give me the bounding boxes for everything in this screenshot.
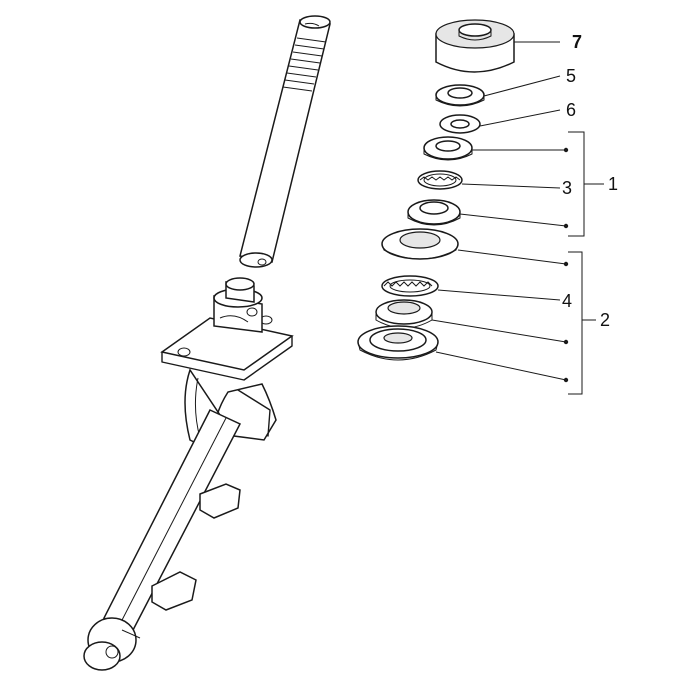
callout-3: 3 xyxy=(562,178,572,198)
part-3-ball-ring xyxy=(417,170,463,190)
upper-race-nut xyxy=(423,136,473,161)
lower-cup xyxy=(357,325,439,361)
callout-7: 7 xyxy=(572,32,582,52)
callout-2: 2 xyxy=(600,310,610,330)
lower-cone xyxy=(375,299,433,329)
part-6-washer xyxy=(439,114,481,134)
steering-tube xyxy=(239,15,331,268)
leader-lines xyxy=(431,41,567,381)
group-bracket-1 xyxy=(568,131,604,237)
lower-cup-large xyxy=(381,228,459,260)
part-5-locknut xyxy=(435,84,485,107)
fork-steering-collar xyxy=(213,277,263,333)
callout-4: 4 xyxy=(562,291,572,311)
fork-leg xyxy=(83,409,242,671)
upper-cone xyxy=(407,199,461,226)
group-bracket-2 xyxy=(568,251,596,395)
leader-dots xyxy=(563,147,569,383)
part-7-dust-cover xyxy=(435,19,515,73)
part-4-ball-ring xyxy=(381,275,439,297)
callout-5: 5 xyxy=(566,66,576,86)
callout-6: 6 xyxy=(566,100,576,120)
callout-1: 1 xyxy=(608,174,618,194)
